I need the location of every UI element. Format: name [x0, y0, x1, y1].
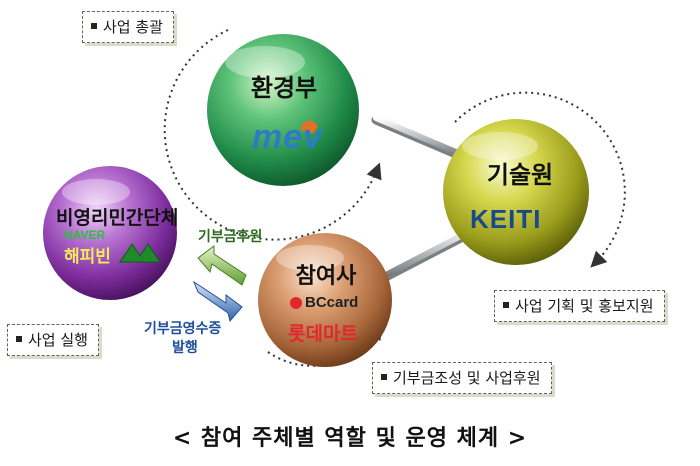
receipt-label-line1: 기부금영수증	[144, 321, 222, 337]
ministry-role-box: 사업 총괄	[82, 11, 174, 43]
bccard-mark-icon	[290, 297, 302, 310]
ngo-role-box: 사업 실행	[7, 324, 99, 356]
sphere-ngo	[43, 166, 177, 300]
ministry-title: 환경부	[250, 74, 318, 102]
diagram-caption: < 참여 주체별 역할 및 운영 체계 >	[172, 426, 528, 451]
bccard-logo: BCcard	[290, 294, 358, 311]
participant-title: 참여사	[295, 264, 357, 289]
sphere-institute	[443, 119, 589, 265]
sphere-participant	[258, 233, 392, 367]
happybean-logo: 해피빈	[64, 247, 111, 267]
orbit-institute	[454, 91, 626, 268]
ngo-role-text: 사업 실행	[28, 331, 88, 349]
institute-role-text: 사업 기획 및 홍보지원	[515, 297, 654, 315]
sphere-ministry	[207, 34, 359, 186]
bullet-icon	[503, 301, 509, 308]
ministry-logo: mev	[252, 118, 324, 156]
bullet-icon	[16, 335, 22, 342]
participant-role-text: 기부금조성 및 사업후원	[393, 369, 541, 387]
mev-logo-leaf	[300, 120, 318, 134]
bccard-logo-text: BCcard	[305, 294, 359, 311]
sphere-ministry-shine	[225, 46, 305, 78]
lottemart-logo: 롯데마트	[288, 323, 358, 345]
sphere-participant-shine	[276, 245, 344, 271]
institute-logo: KEITI	[470, 204, 542, 234]
institute-title: 기술원	[486, 161, 554, 189]
ministry-role-text: 사업 총괄	[103, 18, 163, 36]
ngo-mountain-logo	[119, 243, 161, 263]
sphere-ngo-shine	[62, 179, 130, 205]
institute-role-box: 사업 기획 및 홍보지원	[494, 290, 665, 322]
donation-arrow	[197, 245, 247, 286]
bullet-icon	[91, 22, 97, 29]
bullet-icon	[381, 373, 387, 380]
receipt-label-line2: 발행	[172, 340, 198, 356]
ngo-title: 비영리민간단체	[56, 207, 179, 229]
receipt-arrow	[192, 280, 243, 323]
donation-label: 기부금후원	[198, 229, 263, 245]
participant-role-box: 기부금조성 및 사업후원	[372, 362, 552, 394]
sphere-institute-shine	[462, 132, 538, 160]
naver-logo: NAVER	[64, 228, 106, 242]
